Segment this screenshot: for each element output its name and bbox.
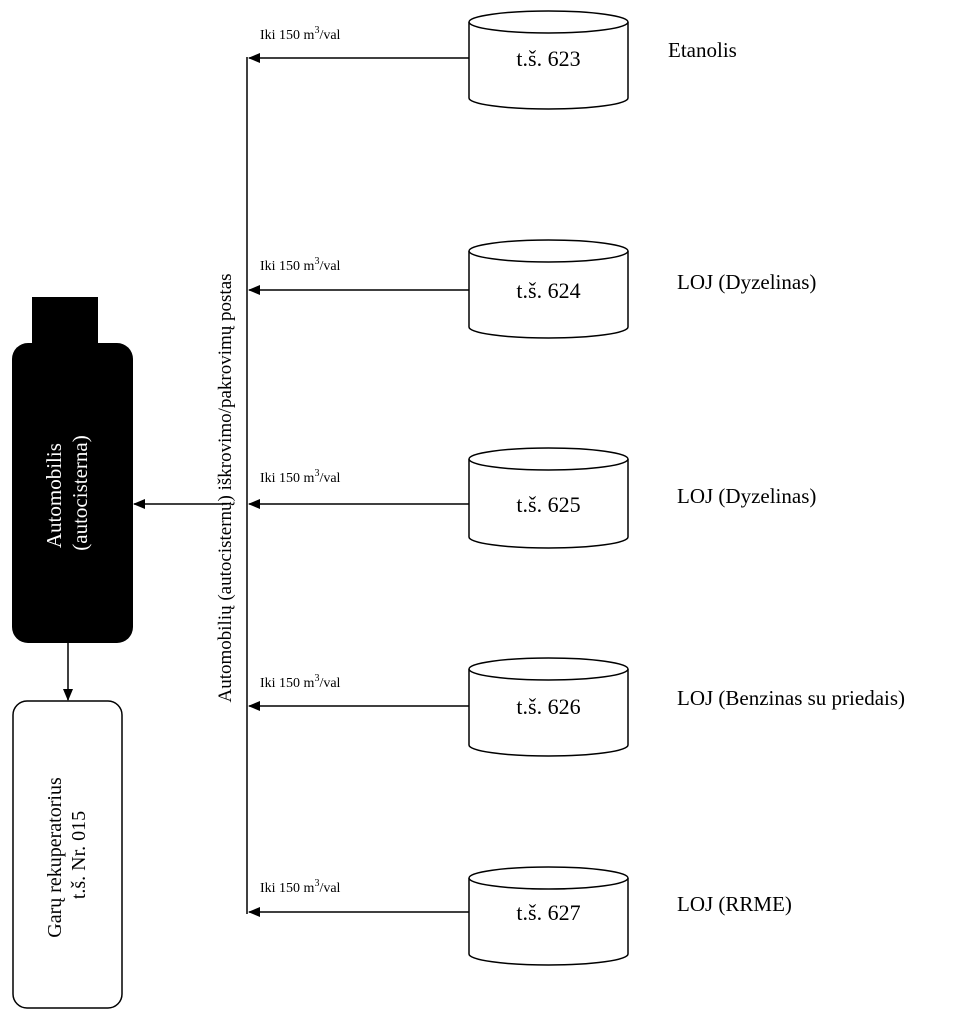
recuperator-label-line1: Garų rekuperatorius: [44, 777, 66, 938]
truck-tanker: Automobilis (autocisterna): [12, 297, 133, 643]
vapor-recuperator: Garų rekuperatorius t.š. Nr. 015: [12, 700, 123, 1009]
loading-post-label: Automobilių (autocisternų) iškrovimo/pak…: [215, 273, 236, 702]
truck-label-line2: (autocisterna): [68, 435, 92, 550]
flow-rate-label: Iki 150 m3/val: [260, 673, 341, 691]
tank-row: Iki 150 m3/val t.š. 626 LOJ (Benzinas su p…: [248, 657, 905, 757]
truck-cab: [32, 297, 98, 347]
tank-cylinder: t.š. 624: [468, 239, 629, 339]
flow-rate-superscript: 3: [314, 256, 319, 267]
flow-rate-superscript: 3: [314, 25, 319, 36]
flow-rate-suffix: /val: [319, 676, 340, 691]
flow-rate-prefix: Iki 150 m: [260, 28, 315, 43]
tank-body: [468, 878, 629, 966]
tank-product-label: LOJ (Benzinas su priedais): [677, 686, 905, 710]
tank-body: [468, 22, 629, 110]
recuperator-label: Garų rekuperatorius t.š. Nr. 015: [44, 772, 90, 938]
tank-row: Iki 150 m3/val t.š. 625 LOJ (Dyzelinas): [248, 447, 816, 549]
tank-top: [468, 10, 629, 34]
tank-id: t.š. 623: [516, 46, 580, 71]
tank-product-label: LOJ (Dyzelinas): [677, 484, 816, 508]
recuperator-box: [12, 700, 123, 1009]
flow-rate-label: Iki 150 m3/val: [260, 256, 341, 274]
flow-rate-suffix: /val: [319, 28, 340, 43]
tank-top: [468, 239, 629, 263]
tank-top: [468, 657, 629, 681]
tank-body: [468, 251, 629, 339]
tank-row: Iki 150 m3/val t.š. 623 Etanolis: [248, 10, 737, 110]
flow-rate-superscript: 3: [314, 673, 319, 684]
tank-cylinder: t.š. 627: [468, 866, 629, 966]
flow-rate-prefix: Iki 150 m: [260, 881, 315, 896]
tank-cylinder: t.š. 625: [468, 447, 629, 549]
tank-id: t.š. 627: [516, 900, 580, 925]
truck-label-line1: Automobilis: [42, 443, 66, 548]
tank-row: Iki 150 m3/val t.š. 624 LOJ (Dyzelinas): [248, 239, 816, 339]
tank-top: [468, 866, 629, 890]
tank-cylinder: t.š. 626: [468, 657, 629, 757]
tank-id: t.š. 624: [516, 278, 580, 303]
flow-rate-prefix: Iki 150 m: [260, 259, 315, 274]
flow-rate-prefix: Iki 150 m: [260, 471, 315, 486]
tank-cylinder: t.š. 623: [468, 10, 629, 110]
tank-id: t.š. 625: [516, 492, 580, 517]
flow-rate-label: Iki 150 m3/val: [260, 25, 341, 43]
flow-rate-suffix: /val: [319, 471, 340, 486]
flow-rate-label: Iki 150 m3/val: [260, 878, 341, 896]
truck-label: Automobilis (autocisterna): [42, 435, 92, 550]
recuperator-label-line2: t.š. Nr. 015: [68, 811, 90, 899]
flow-rate-prefix: Iki 150 m: [260, 676, 315, 691]
tank-body: [468, 459, 629, 549]
flow-rate-superscript: 3: [314, 878, 319, 889]
tank-product-label: LOJ (RRME): [677, 892, 792, 916]
flow-rate-superscript: 3: [314, 468, 319, 479]
truck-body: [12, 343, 133, 643]
flow-rate-suffix: /val: [319, 881, 340, 896]
tank-top: [468, 447, 629, 471]
tank-product-label: Etanolis: [668, 38, 737, 62]
tank-row: Iki 150 m3/val t.š. 627 LOJ (RRME): [248, 866, 792, 966]
flow-rate-suffix: /val: [319, 259, 340, 274]
tank-product-label: LOJ (Dyzelinas): [677, 270, 816, 294]
tank-body: [468, 669, 629, 757]
tank-id: t.š. 626: [516, 694, 580, 719]
flow-rate-label: Iki 150 m3/val: [260, 468, 341, 486]
